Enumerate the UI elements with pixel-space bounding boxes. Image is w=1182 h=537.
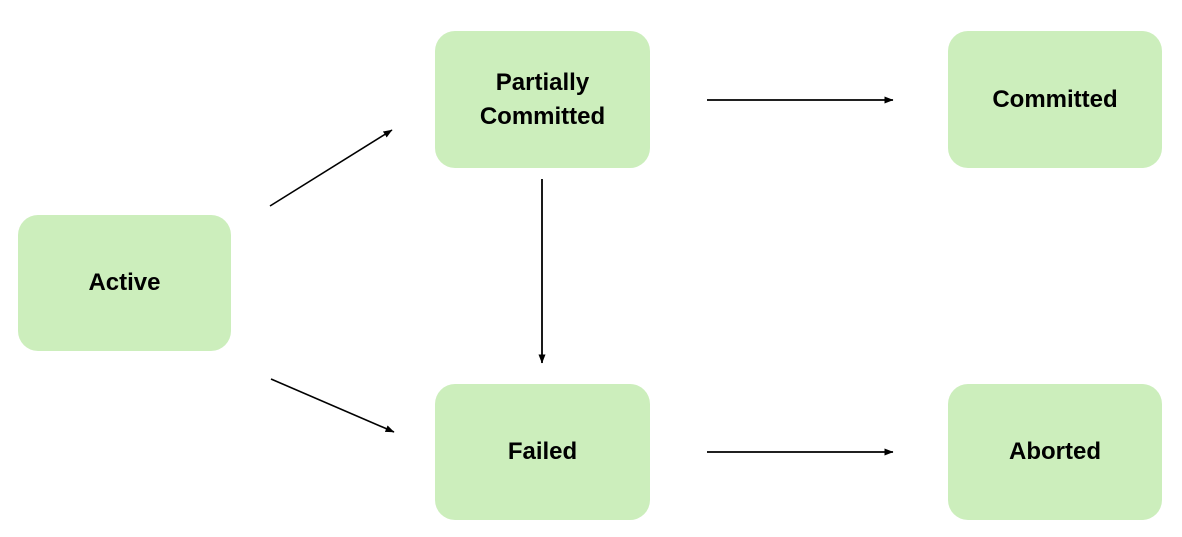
- node-committed-label: Committed: [992, 85, 1118, 113]
- node-aborted[interactable]: Aborted: [948, 384, 1162, 520]
- edge-active-to-failed: [270, 378, 395, 433]
- node-active[interactable]: Active: [18, 215, 231, 351]
- node-failed[interactable]: Failed: [435, 384, 650, 520]
- edge-active-to-partially-committed: [269, 129, 393, 207]
- node-partially-committed-label: Partially Committed: [479, 68, 606, 130]
- node-committed[interactable]: Committed: [948, 31, 1162, 168]
- node-active-label: Active: [88, 269, 161, 296]
- node-failed-label: Failed: [507, 438, 578, 465]
- node-partially-committed[interactable]: Partially Committed: [435, 31, 650, 168]
- node-aborted-label: Aborted: [1009, 438, 1101, 465]
